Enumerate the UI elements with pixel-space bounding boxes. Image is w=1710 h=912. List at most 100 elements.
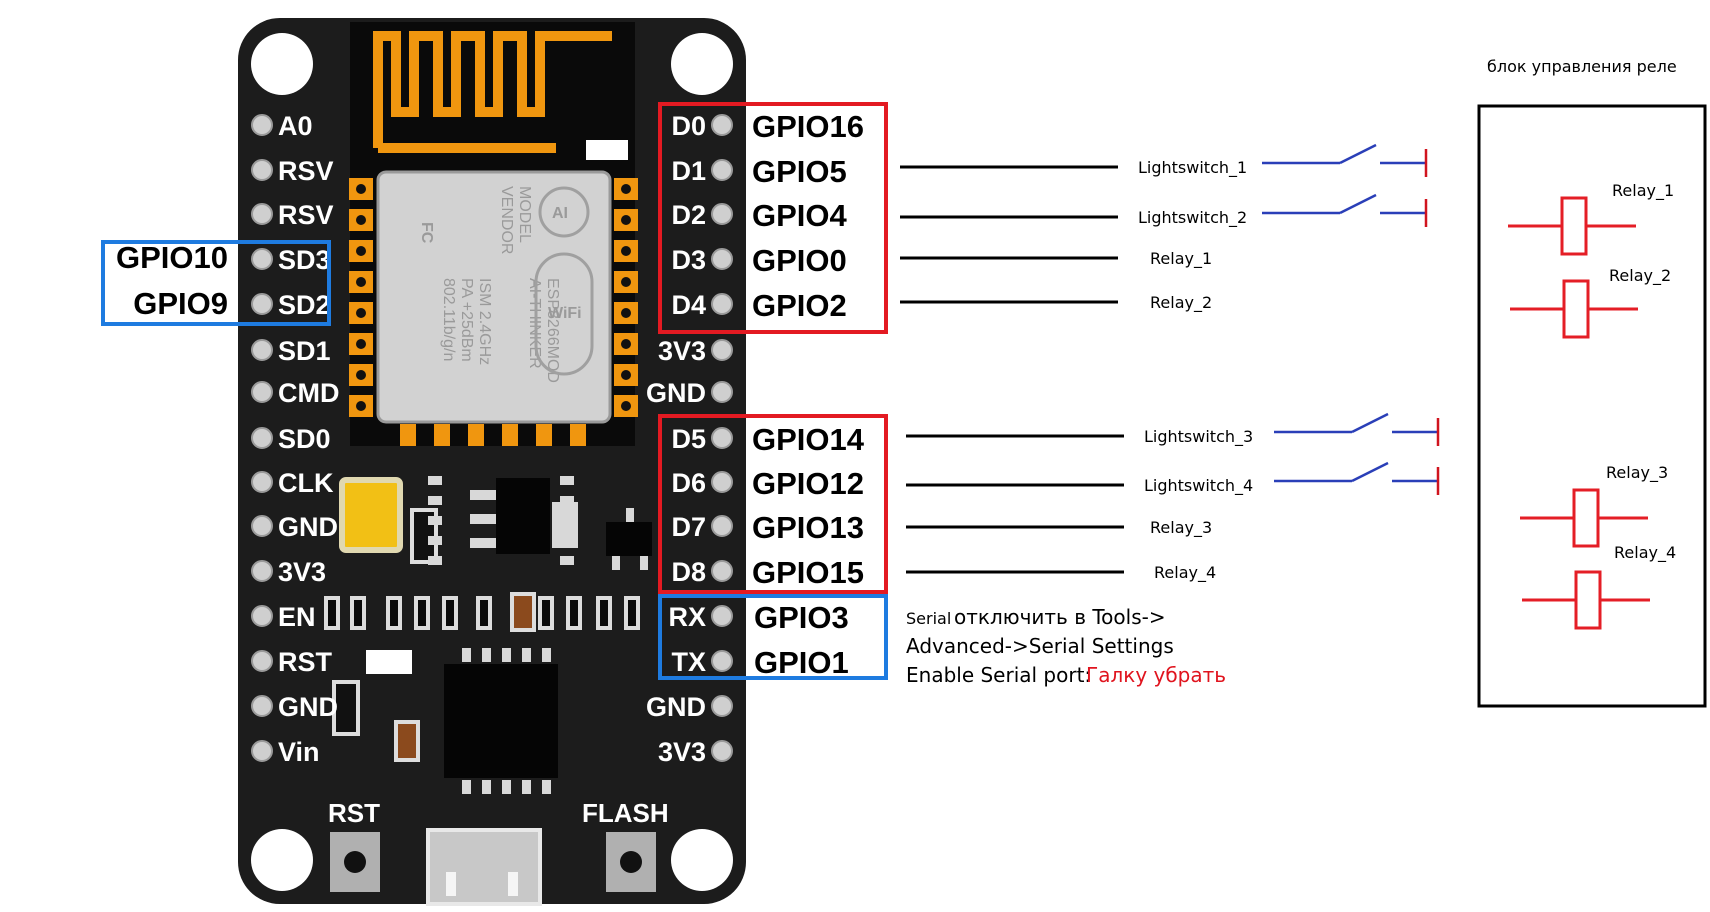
left-pin-label: RST — [278, 647, 333, 677]
right-pin-label: RX — [668, 602, 706, 632]
wire-label: Lightswitch_3 — [1144, 427, 1253, 447]
module-text-block: MODEL VENDOR ESP8266MOD AI-THINKER ISM 2… — [440, 186, 561, 383]
smd-resistor — [566, 596, 582, 630]
fc-mark: FC — [418, 222, 435, 244]
chip-pin — [428, 536, 442, 545]
chip-pin — [482, 648, 491, 662]
left-pin-label: A0 — [278, 111, 313, 141]
smd-resistor — [386, 596, 402, 630]
chip-pin — [542, 780, 551, 794]
capacitor-yellow — [339, 477, 403, 553]
left-pin-label: SD0 — [278, 424, 331, 454]
left-pin-pad — [251, 515, 273, 537]
gpio-right-mid-label: GPIO15 — [752, 555, 864, 590]
serial-note-red: Галку убрать — [1086, 663, 1226, 687]
regulator-pin-3 — [470, 538, 496, 548]
flash-button-label: FLASH — [582, 798, 669, 828]
right-pin-pad — [711, 650, 733, 672]
shield-pad-hole — [621, 277, 631, 287]
relay-block: блок управления реле Relay_1Relay_2Relay… — [1477, 57, 1707, 708]
shield-pad-hole — [356, 401, 366, 411]
wire-label: Lightswitch_2 — [1138, 208, 1247, 228]
ai-logo — [538, 186, 590, 238]
left-pin-pad — [251, 293, 273, 315]
chip-pin — [482, 780, 491, 794]
right-pin-label: D0 — [671, 111, 706, 141]
transistor — [606, 522, 652, 556]
chip-pin — [560, 476, 574, 485]
right-pin-label: D6 — [671, 468, 706, 498]
gpio-right-mid-label: GPIO13 — [752, 510, 864, 545]
shield-pad-hole — [356, 215, 366, 225]
shield-pad-bottom — [536, 424, 552, 446]
gpio-right-top-label: GPIO4 — [752, 198, 848, 233]
relay-label: Relay_3 — [1606, 463, 1668, 483]
smd-resistor — [414, 596, 430, 630]
gpio-right-labels: GPIO16GPIO5GPIO4GPIO0GPIO2GPIO14GPIO12GP… — [752, 109, 865, 680]
left-pin-label: SD2 — [278, 290, 331, 320]
left-pin-pad — [251, 339, 273, 361]
right-pin-pad — [711, 114, 733, 136]
switch-contact — [1351, 412, 1389, 434]
relay-label: Relay_1 — [1612, 181, 1674, 201]
micro-usb-port[interactable] — [426, 828, 542, 906]
usb-uart-chip-pins — [428, 476, 574, 794]
shield-pads-bottom — [400, 424, 586, 446]
relay-coil — [1560, 196, 1588, 256]
serial-note-line1: отключить в Tools-> — [954, 605, 1166, 629]
relay-coil — [1574, 570, 1602, 630]
chip-pin — [502, 780, 511, 794]
module-led — [586, 140, 628, 160]
shield-pad-hole — [356, 339, 366, 349]
wire-label: Lightswitch_4 — [1144, 476, 1253, 496]
shield-pad-hole — [621, 308, 631, 318]
gpio-left-1: GPIO10 — [116, 240, 228, 275]
right-pin-pad — [711, 740, 733, 762]
smd-resistor — [324, 596, 340, 630]
board-components — [324, 476, 652, 794]
shield-pad-hole — [356, 184, 366, 194]
serial-note-prefix: Serial — [906, 609, 951, 628]
chip-pin — [462, 780, 471, 794]
gpio-left-2: GPIO9 — [133, 286, 228, 321]
ai-logo-text: AI — [552, 205, 568, 222]
right-pin-pad — [711, 560, 733, 582]
smd-resistor — [476, 596, 492, 630]
left-pin-label: 3V3 — [278, 557, 326, 587]
left-pin-label: CMD — [278, 378, 340, 408]
shield-pad-bottom — [570, 424, 586, 446]
usb-slot-right — [508, 872, 518, 896]
mount-hole-bl — [251, 829, 313, 891]
shield-pad-hole — [621, 246, 631, 256]
right-pin-pad — [711, 248, 733, 270]
smd-resistor — [596, 596, 612, 630]
shield-pad-bottom — [400, 424, 416, 446]
gpio-right-serial-label: GPIO1 — [754, 645, 849, 680]
rst-button-cap[interactable] — [344, 851, 366, 873]
chip-pin — [428, 476, 442, 485]
gpio-right-top-label: GPIO2 — [752, 288, 847, 323]
wire-label: Lightswitch_1 — [1138, 158, 1247, 178]
gpio-right-top-label: GPIO0 — [752, 243, 847, 278]
right-pin-label: 3V3 — [658, 336, 706, 366]
left-pin-pad — [251, 427, 273, 449]
flash-button-cap[interactable] — [620, 851, 642, 873]
wifi-logo — [534, 252, 594, 376]
wire-label: Relay_1 — [1150, 249, 1212, 269]
chip-pin — [560, 496, 574, 505]
chip-pin — [522, 780, 531, 794]
right-pin-label: D7 — [671, 512, 706, 542]
shield-pads-left — [349, 178, 373, 417]
shield-pad-hole — [621, 370, 631, 380]
module-text-1: MODEL — [516, 186, 533, 243]
left-pin-pad — [251, 560, 273, 582]
serial-note: Serial отключить в Tools-> Advanced->Ser… — [906, 605, 1226, 687]
connection-wires: Lightswitch_1Lightswitch_2Relay_1Relay_2… — [900, 143, 1440, 583]
chip-pin — [428, 496, 442, 505]
right-pin-label: 3V3 — [658, 737, 706, 767]
left-pin-label: GND — [278, 692, 338, 722]
module-text-5: ISM 2.4GHz — [476, 278, 493, 365]
right-pin-pad — [711, 293, 733, 315]
